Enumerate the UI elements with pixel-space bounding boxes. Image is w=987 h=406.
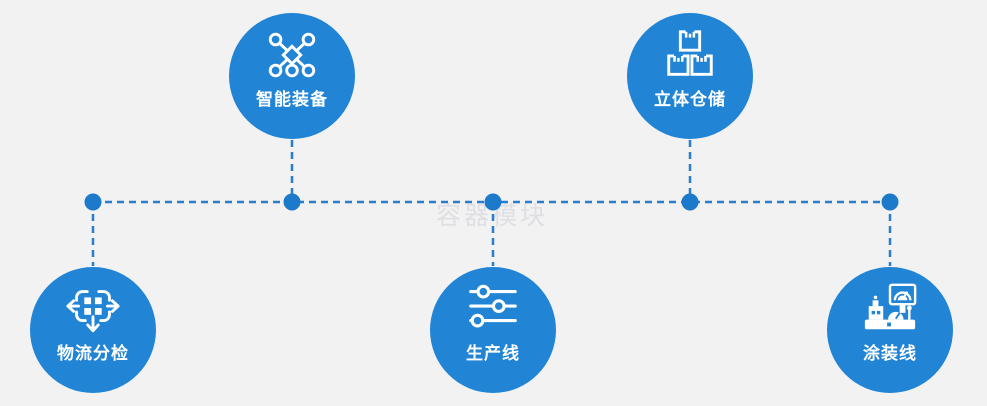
- node-label: 物流分检: [57, 344, 129, 363]
- node-label: 涂装线: [863, 344, 917, 363]
- junction-dot: [283, 193, 301, 211]
- node-label: 立体仓储: [654, 90, 726, 109]
- node-smart-equipment: 智能装备: [229, 13, 355, 139]
- node-production-line: 生产线: [430, 267, 556, 393]
- node-label: 智能装备: [256, 90, 328, 109]
- node-logistics-sorting: 物流分检: [30, 267, 156, 393]
- sliders-icon: [469, 284, 517, 328]
- junction-dot: [484, 193, 502, 211]
- distribute-arrows-icon: [66, 290, 120, 333]
- node-painting-line: 涂装线: [827, 267, 953, 393]
- junction-dot: [881, 193, 899, 211]
- control-station-icon: [864, 283, 917, 330]
- node-storage-warehouse: 立体仓储: [627, 13, 753, 139]
- node-label: 生产线: [466, 344, 520, 363]
- junction-dot: [681, 193, 699, 211]
- stacked-boxes-icon: [667, 29, 713, 76]
- network-nodes-icon: [268, 32, 316, 78]
- junction-dot: [84, 193, 102, 211]
